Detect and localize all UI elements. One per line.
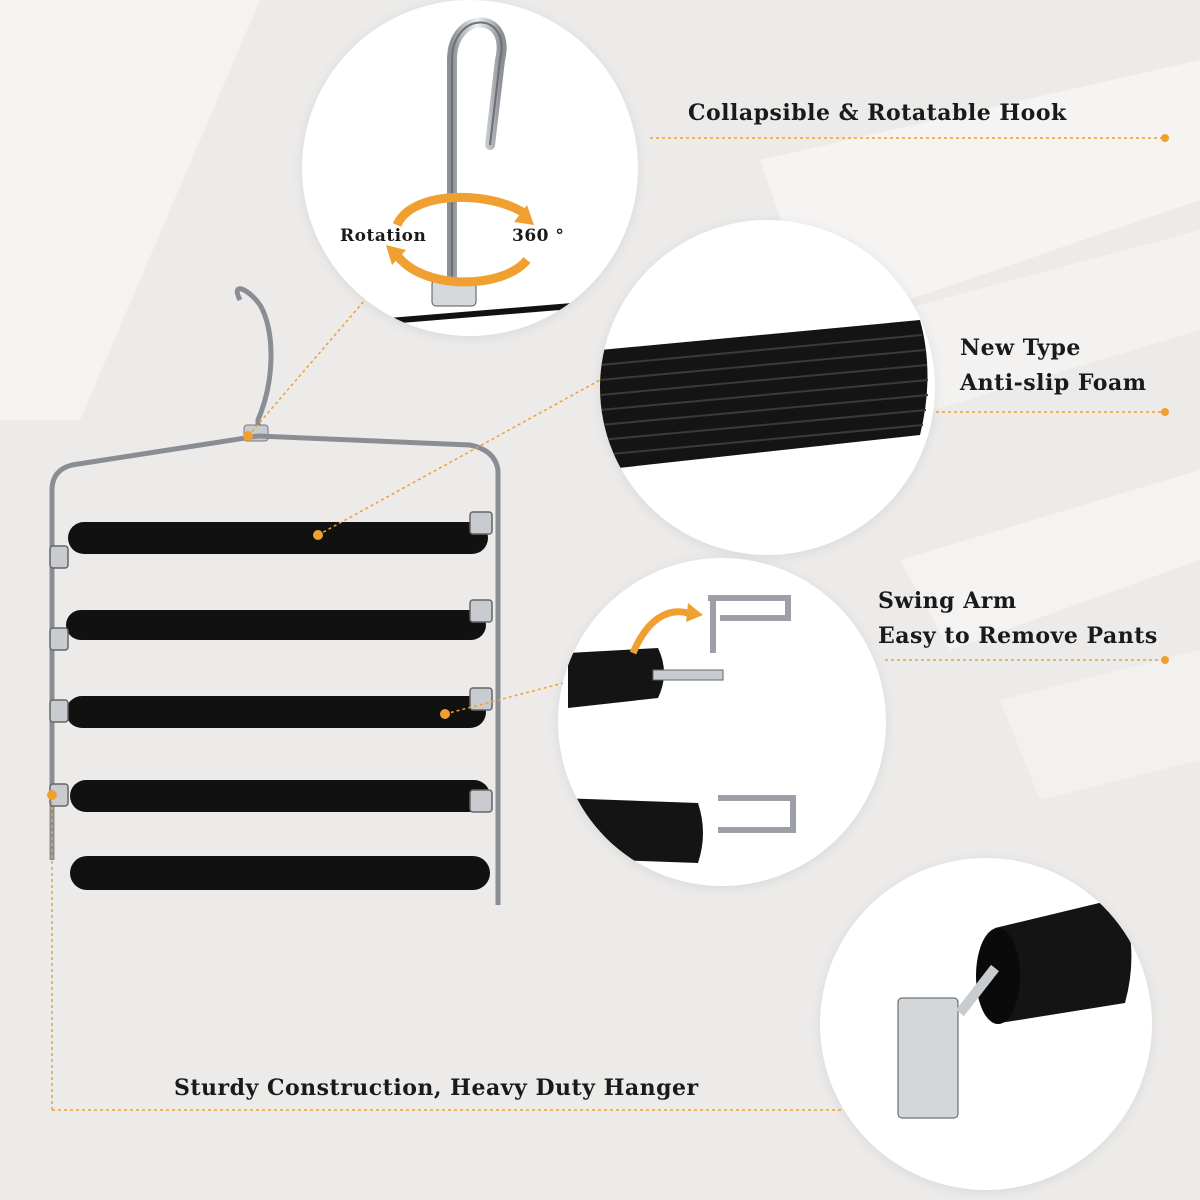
foam-bars — [66, 522, 490, 890]
feature-sturdy-label: Sturdy Construction, Heavy Duty Hanger — [174, 1075, 699, 1101]
hook-detail-circle: Rotation 360 ° — [302, 0, 638, 336]
clip-detail-circle — [820, 858, 1152, 1190]
feature-foam-label-2: Anti-slip Foam — [960, 370, 1147, 396]
feature-foam-label-1: New Type — [960, 335, 1081, 361]
swing-arm-detail-circle — [558, 558, 886, 886]
foam-detail-circle — [600, 220, 935, 555]
foam-detail-illustration — [600, 320, 929, 470]
hook-detail-illustration — [376, 17, 573, 325]
degree-label: 360 ° — [512, 226, 565, 246]
swing-arm-detail-illustration — [558, 558, 796, 886]
feature-swing-label-1: Swing Arm — [878, 588, 1017, 614]
clip-detail-illustration — [897, 858, 1132, 1190]
feature-hook-label: Collapsible & Rotatable Hook — [688, 100, 1067, 126]
rotation-label: Rotation — [340, 226, 427, 246]
feature-swing-label-2: Easy to Remove Pants — [878, 623, 1158, 649]
